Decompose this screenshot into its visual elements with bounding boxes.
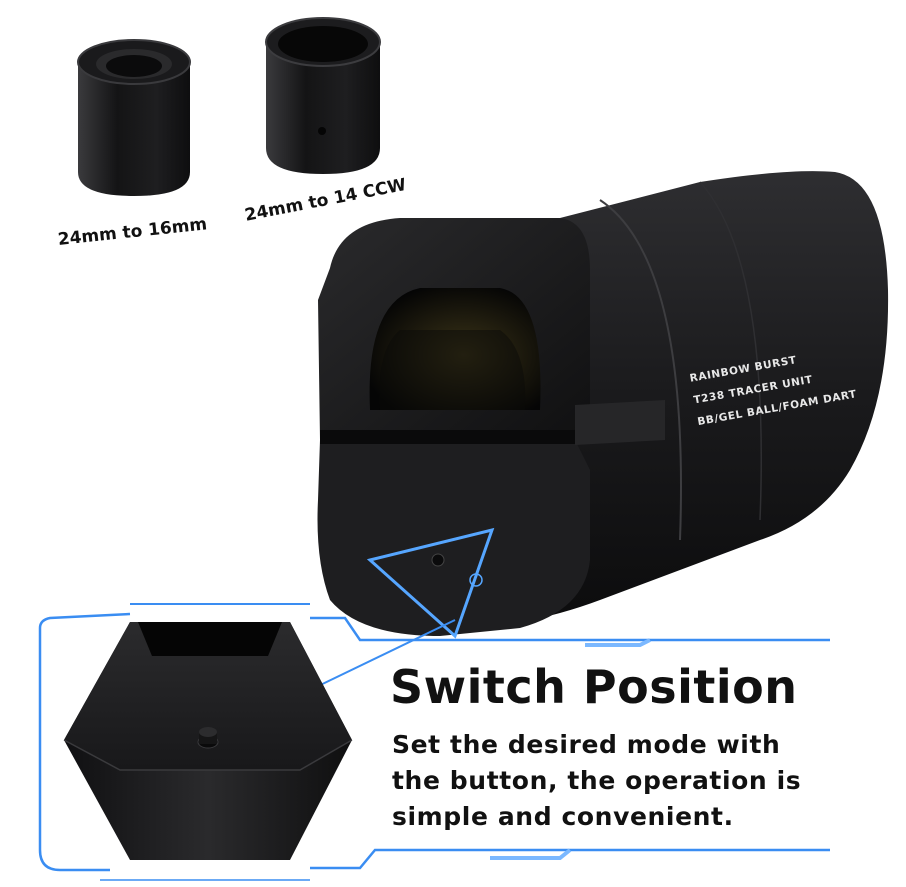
tracer-unit: [317, 171, 889, 639]
hud-frame: [38, 603, 830, 881]
callout-line: [309, 619, 456, 691]
adapter-16mm: [77, 39, 191, 196]
feature-title: Switch Position: [390, 660, 798, 714]
adapter-14ccw: [265, 17, 381, 174]
hex-switch-closeup: [63, 622, 353, 860]
feature-description: Set the desired mode with the button, th…: [392, 730, 802, 831]
